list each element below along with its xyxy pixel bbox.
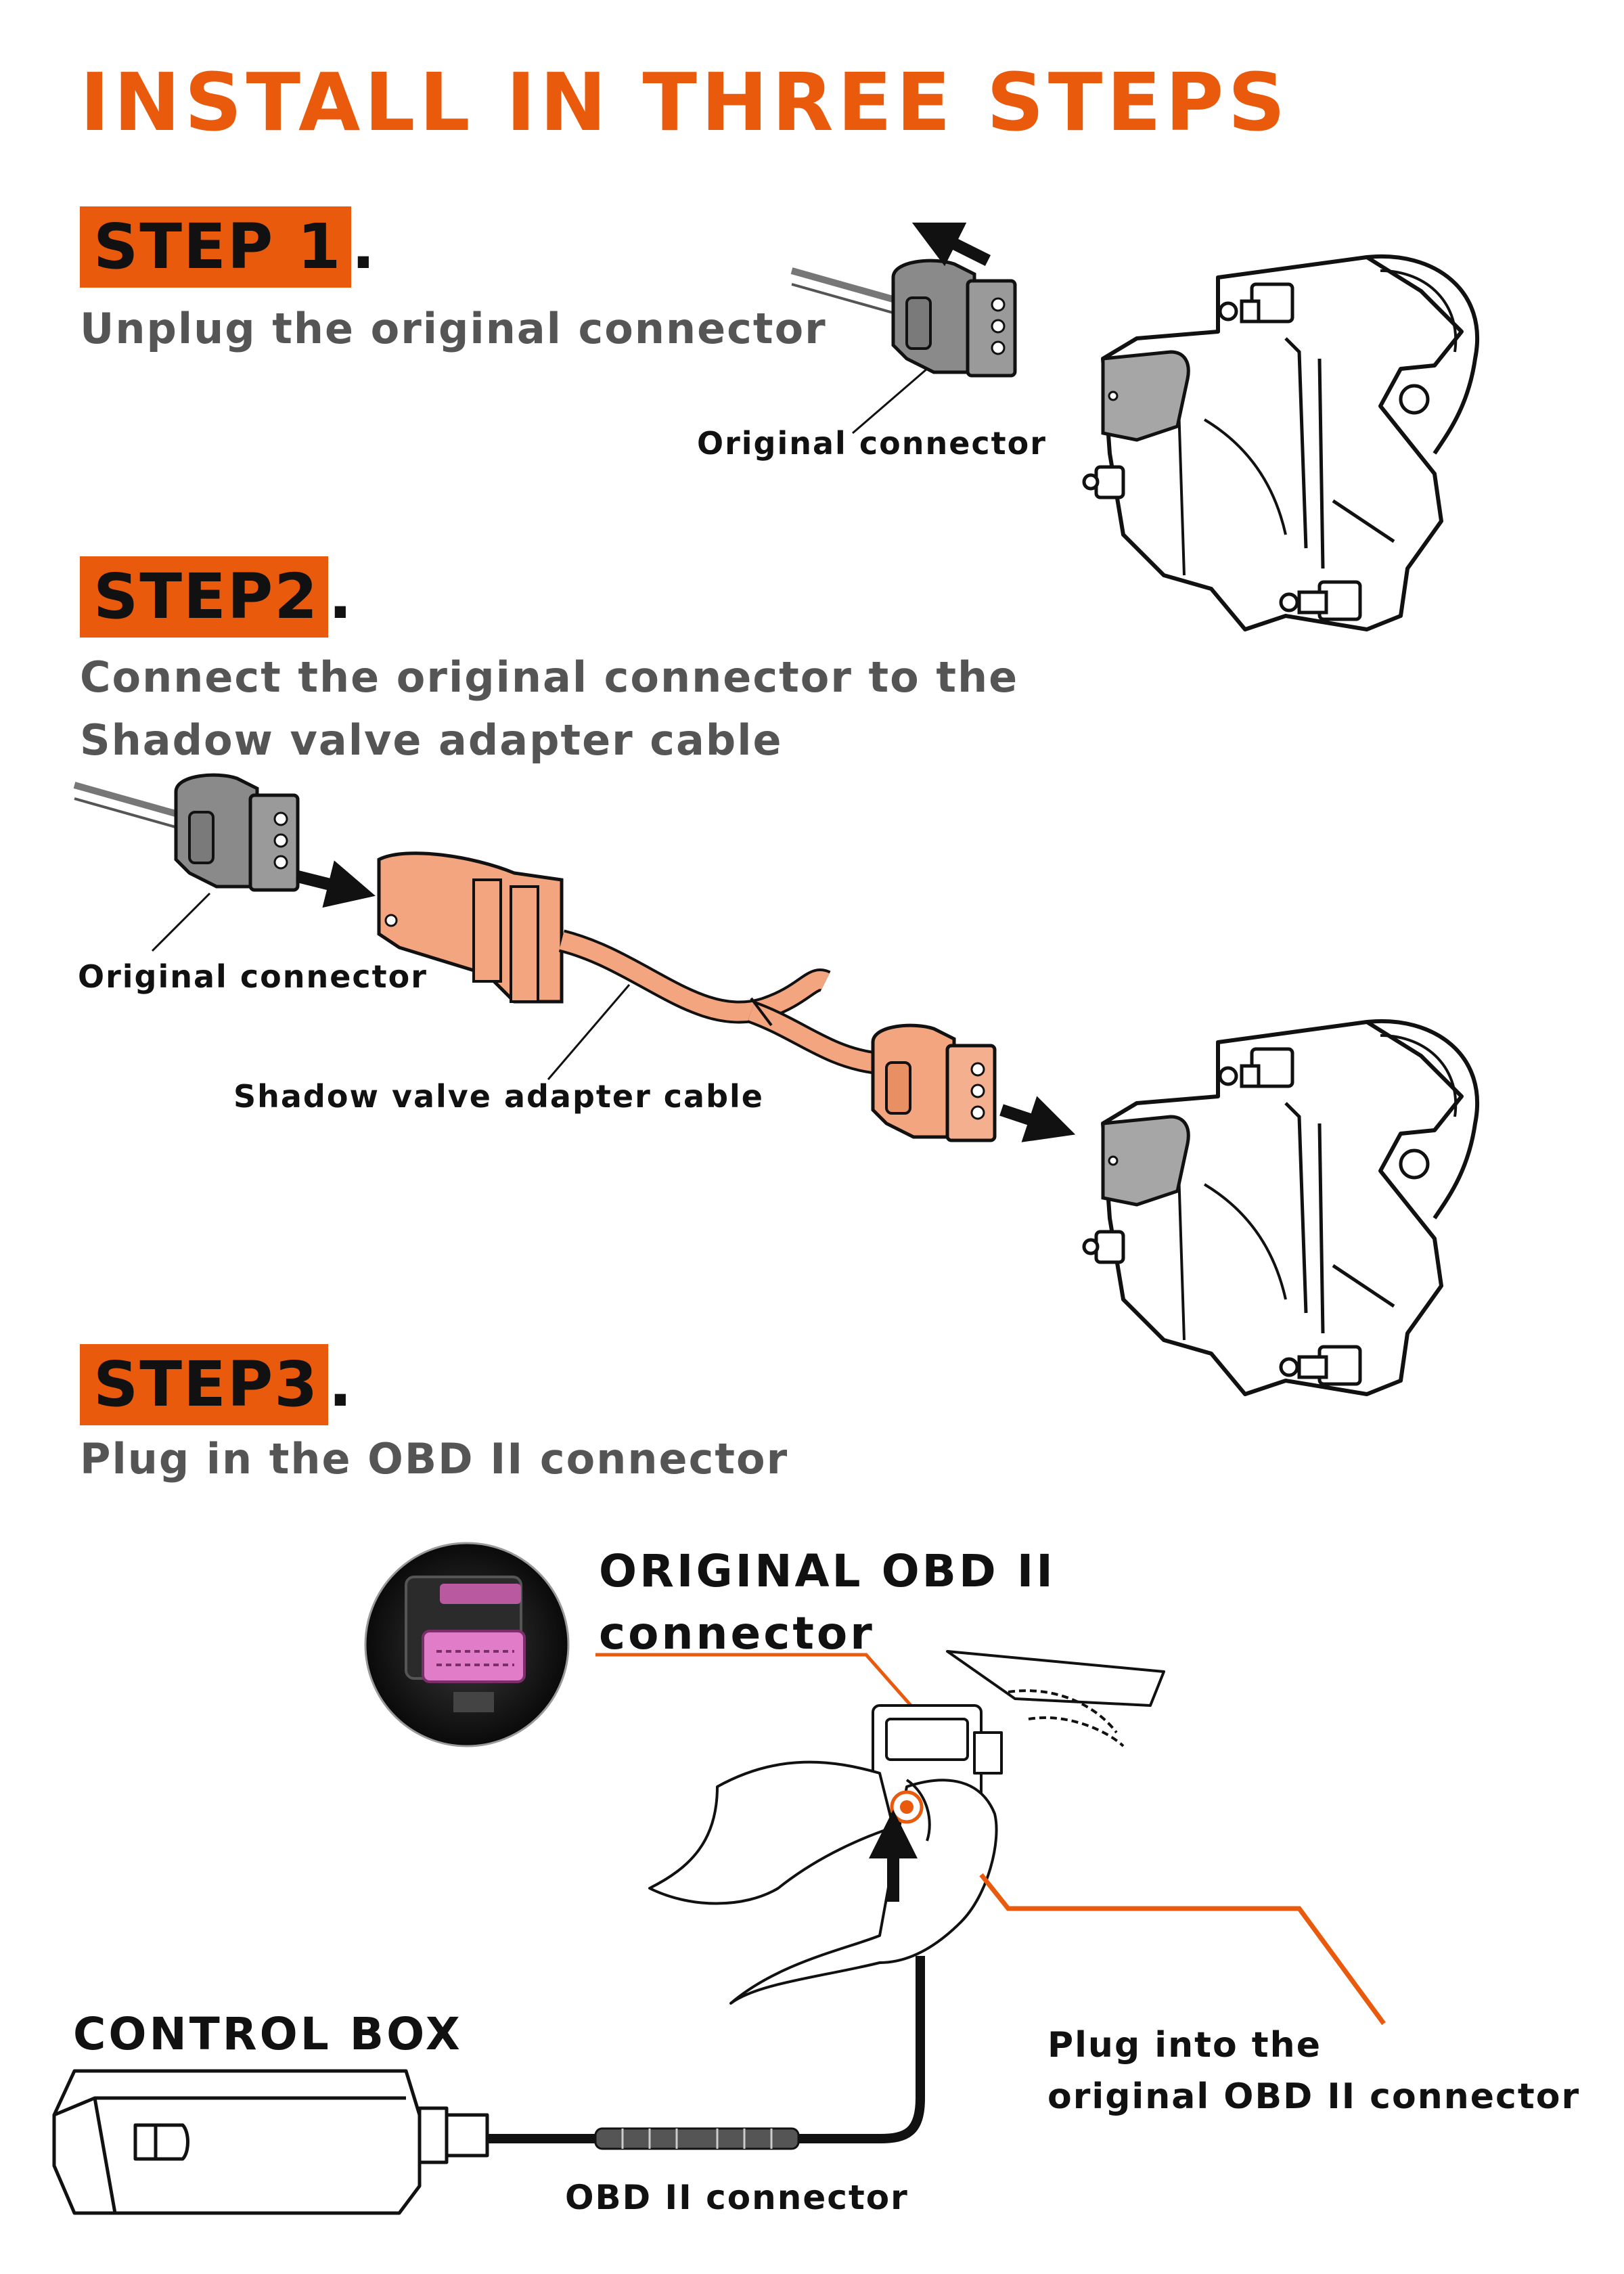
obd-connector-label: OBD II connector: [565, 2178, 909, 2217]
step2-valve: [1084, 1021, 1477, 1394]
obd-cable: [798, 1956, 925, 2143]
original-obd-label-line2: connector: [599, 1607, 875, 1659]
step1-header: STEP 1 .: [80, 206, 375, 288]
plug-into-label-line2: original OBD II connector: [1047, 2076, 1581, 2117]
step3-text: Plug in the OBD II connector: [80, 1434, 789, 1484]
step2-text-line2: Shadow valve adapter cable: [80, 715, 783, 765]
page-title: INSTALL IN THREE STEPS: [80, 55, 1290, 149]
obd-inline-connector: [594, 2127, 800, 2150]
step1-text: Unplug the original connector: [80, 304, 827, 353]
step2-badge: STEP2: [80, 556, 329, 638]
step3-dot: .: [328, 1348, 353, 1421]
original-obd-label-line1: ORIGINAL OBD II: [599, 1545, 1056, 1597]
arrow-right-icon: [999, 1096, 1076, 1142]
plug-into-label-line1: Plug into the: [1047, 2025, 1322, 2066]
step1-dot: .: [351, 210, 376, 283]
obd-photo: [364, 1542, 570, 1747]
arrow-left-icon: [911, 222, 991, 267]
control-box-label: CONTROL BOX: [73, 2008, 463, 2060]
original-obd-leader: [595, 1653, 918, 1714]
hands-dashboard: [648, 1650, 1165, 2005]
step1-leader-line: [852, 367, 928, 434]
step2-dot: .: [328, 560, 353, 633]
step2-leader-line: [151, 892, 211, 952]
step3-header: STEP3 .: [80, 1344, 352, 1425]
step1-connector-label: Original connector: [697, 425, 1047, 462]
adapter-leader-line: [547, 984, 631, 1080]
adapter-cable: [377, 851, 875, 1074]
step2-text-line1: Connect the original connector to the: [80, 652, 1019, 702]
adapter-end-connector: [871, 1023, 997, 1142]
step2-original-connector: [74, 775, 298, 890]
step1-badge: STEP 1: [80, 206, 352, 288]
step2-connector-label: Original connector: [78, 958, 428, 995]
step3-badge: STEP3: [80, 1344, 329, 1425]
step1-valve: [1084, 257, 1477, 629]
step2-header: STEP2 .: [80, 556, 352, 638]
arrow-right-icon: [296, 860, 376, 908]
adapter-cable-label: Shadow valve adapter cable: [233, 1078, 764, 1115]
control-box: [52, 2069, 489, 2215]
plug-into-leader: [979, 1873, 1386, 2026]
